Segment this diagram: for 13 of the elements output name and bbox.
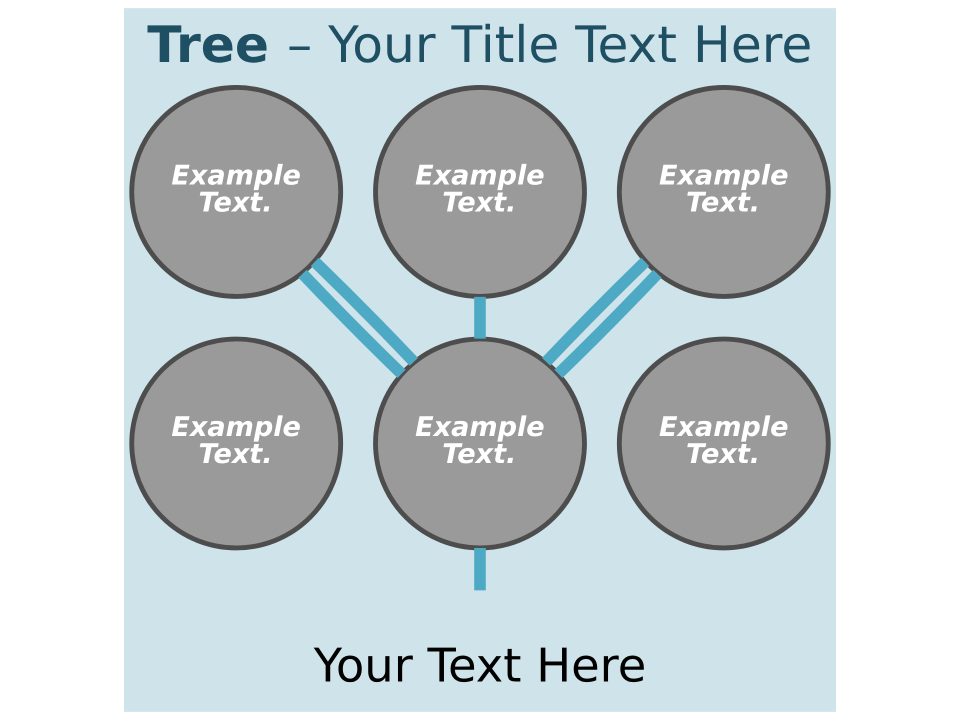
node-circle: Example Text. bbox=[373, 336, 587, 550]
label: Your Text Here bbox=[314, 638, 646, 692]
connector bbox=[298, 270, 406, 378]
connector bbox=[554, 270, 662, 378]
connector bbox=[474, 548, 486, 590]
node-circle: Example Text. bbox=[616, 336, 831, 550]
node-circle: Example Text. bbox=[373, 85, 587, 299]
diagram-title: Tree – Your Title Text Here bbox=[147, 14, 812, 74]
connector bbox=[542, 258, 650, 366]
node-circle: Example Text. bbox=[616, 85, 831, 299]
node-circle: Example Text. bbox=[129, 85, 344, 299]
node-circle: Example Text. bbox=[129, 336, 344, 550]
connector bbox=[310, 258, 418, 366]
